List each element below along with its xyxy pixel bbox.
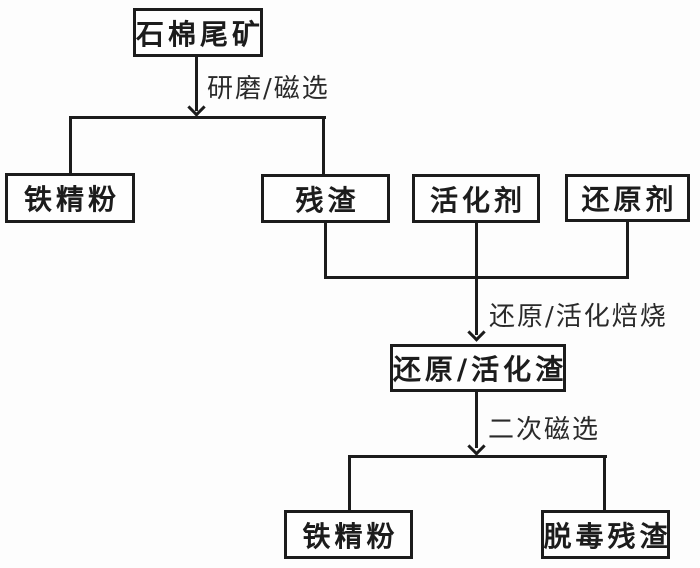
edge-branch1-right-drop bbox=[322, 116, 325, 175]
edge-branch2-right-drop bbox=[603, 455, 606, 511]
edge-activator-down bbox=[475, 223, 478, 335]
node-reducing-agent: 还原剂 bbox=[565, 174, 690, 222]
node-activator: 活化剂 bbox=[412, 174, 540, 223]
edge-branch1-left-drop bbox=[69, 116, 72, 174]
node-iron-concentrate-top: 铁精粉 bbox=[5, 173, 135, 223]
arrowhead-down-icon bbox=[187, 98, 206, 117]
node-iron-concentrate-bottom: 铁精粉 bbox=[284, 510, 413, 559]
edge-branch2-left-drop bbox=[348, 455, 351, 511]
node-reduction-activation-slag: 还原/活化渣 bbox=[390, 344, 566, 392]
node-detoxified-residue: 脱毒残渣 bbox=[541, 510, 670, 559]
edge-branch2-horizontal bbox=[348, 455, 607, 458]
edge-reducer-down bbox=[626, 222, 629, 279]
edge-source-down bbox=[195, 57, 198, 111]
edge-slag-down bbox=[475, 392, 478, 448]
edge-label-grinding-magnetic: 研磨/磁选 bbox=[207, 74, 330, 104]
edge-label-reduction-roasting: 还原/活化焙烧 bbox=[489, 302, 668, 332]
edge-residue-down bbox=[324, 223, 327, 279]
node-residue: 残渣 bbox=[261, 174, 390, 223]
edge-label-secondary-magnetic: 二次磁选 bbox=[488, 415, 601, 445]
node-asbestos-tailings: 石棉尾矿 bbox=[133, 8, 263, 57]
arrowhead-down-icon bbox=[467, 323, 486, 342]
edge-branch1-horizontal bbox=[69, 116, 326, 119]
arrowhead-down-icon bbox=[467, 437, 486, 456]
